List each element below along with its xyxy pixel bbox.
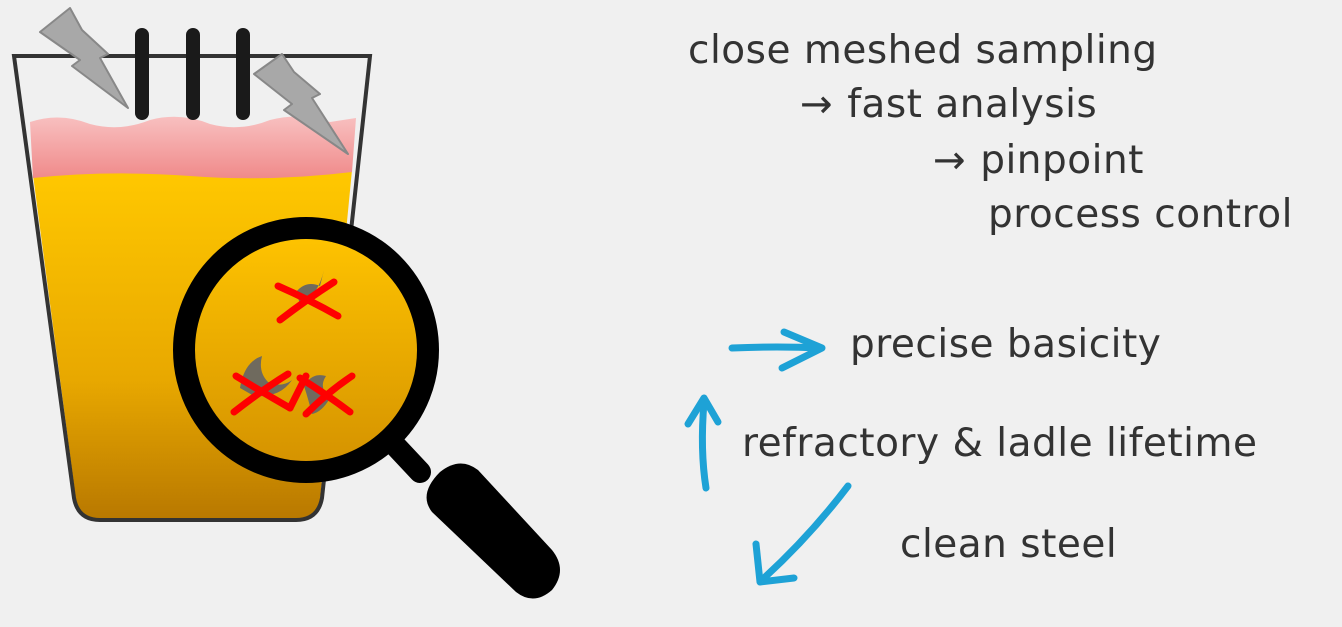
probe-icon [186, 28, 200, 120]
benefit-refractory-lifetime: refractory & ladle lifetime [742, 421, 1258, 466]
process-step-pinpoint: → pinpoint [933, 138, 1144, 184]
benefit-cycle-arrows [684, 328, 852, 586]
arrow-right-icon: → [800, 82, 834, 127]
benefit-precise-basicity: precise basicity [850, 322, 1162, 367]
cross-mark-icon [274, 278, 342, 324]
probe-icon [236, 28, 250, 120]
cycle-arrow-down-icon [752, 482, 852, 586]
arrow-right-icon: → [933, 138, 967, 183]
slag-layer [30, 116, 356, 179]
process-step-analysis: → fast analysis [800, 82, 1097, 128]
ladle-icon [11, 54, 373, 522]
ladle-illustration [11, 7, 560, 599]
lightning-icon [253, 53, 349, 155]
process-step-control: process control [988, 192, 1293, 237]
cycle-arrow-right-icon [728, 328, 826, 372]
probe-icon [135, 28, 149, 120]
lightning-icon [39, 7, 129, 109]
process-step-sampling: close meshed sampling [688, 28, 1158, 73]
cross-mark-icon [296, 372, 356, 418]
magnifying-glass-icon [173, 217, 560, 599]
cycle-arrow-up-icon [684, 394, 722, 492]
process-step-analysis-label: fast analysis [847, 82, 1098, 127]
benefit-clean-steel: clean steel [900, 522, 1118, 567]
process-step-pinpoint-label: pinpoint [980, 138, 1144, 183]
